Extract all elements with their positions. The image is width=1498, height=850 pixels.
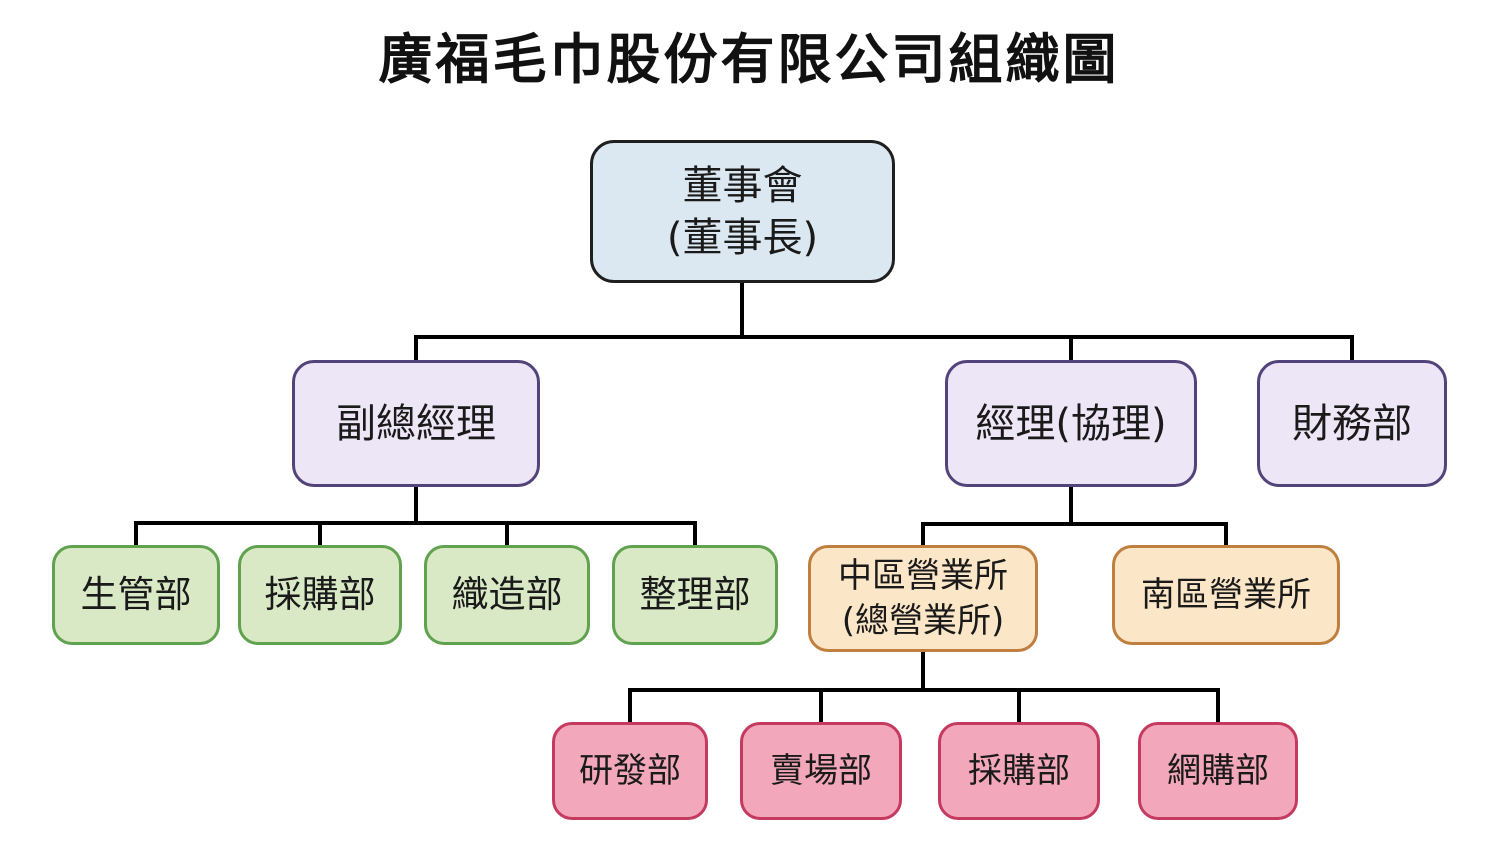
node-central-sales-office: 中區營業所 (總營業所) bbox=[808, 545, 1038, 652]
node-label: 南區營業所 bbox=[1141, 574, 1311, 615]
node-label: 整理部 bbox=[639, 572, 751, 616]
node-production-control-dept: 生管部 bbox=[52, 545, 220, 645]
node-purchasing-dept: 採購部 bbox=[238, 545, 402, 645]
node-sublabel: (總營業所) bbox=[841, 600, 1005, 641]
node-label: 網購部 bbox=[1167, 750, 1269, 791]
node-label: 研發部 bbox=[579, 750, 681, 791]
node-purchasing-dept-2: 採購部 bbox=[938, 722, 1100, 820]
node-vice-general-manager: 副總經理 bbox=[292, 360, 540, 487]
node-finance-dept: 財務部 bbox=[1257, 360, 1447, 487]
node-weaving-dept: 織造部 bbox=[424, 545, 590, 645]
node-rnd-dept: 研發部 bbox=[552, 722, 708, 820]
node-label: 董事會 bbox=[682, 162, 803, 209]
node-label: 財務部 bbox=[1292, 400, 1412, 447]
node-store-dept: 賣場部 bbox=[740, 722, 902, 820]
node-label: 生管部 bbox=[80, 572, 192, 616]
node-sublabel: (董事長) bbox=[666, 214, 819, 261]
node-board-of-directors: 董事會 (董事長) bbox=[590, 140, 895, 283]
node-finishing-dept: 整理部 bbox=[612, 545, 778, 645]
node-online-shopping-dept: 網購部 bbox=[1138, 722, 1298, 820]
node-label: 副總經理 bbox=[336, 400, 496, 447]
node-manager: 經理(協理) bbox=[945, 360, 1197, 487]
page-title: 廣福毛巾股份有限公司組織圖 bbox=[378, 28, 1120, 91]
node-south-sales-office: 南區營業所 bbox=[1112, 545, 1340, 645]
node-label: 經理(協理) bbox=[975, 400, 1167, 447]
node-label: 織造部 bbox=[451, 572, 563, 616]
node-label: 採購部 bbox=[968, 750, 1070, 791]
node-label: 中區營業所 bbox=[838, 556, 1008, 597]
node-label: 採購部 bbox=[264, 572, 376, 616]
node-label: 賣場部 bbox=[770, 750, 872, 791]
